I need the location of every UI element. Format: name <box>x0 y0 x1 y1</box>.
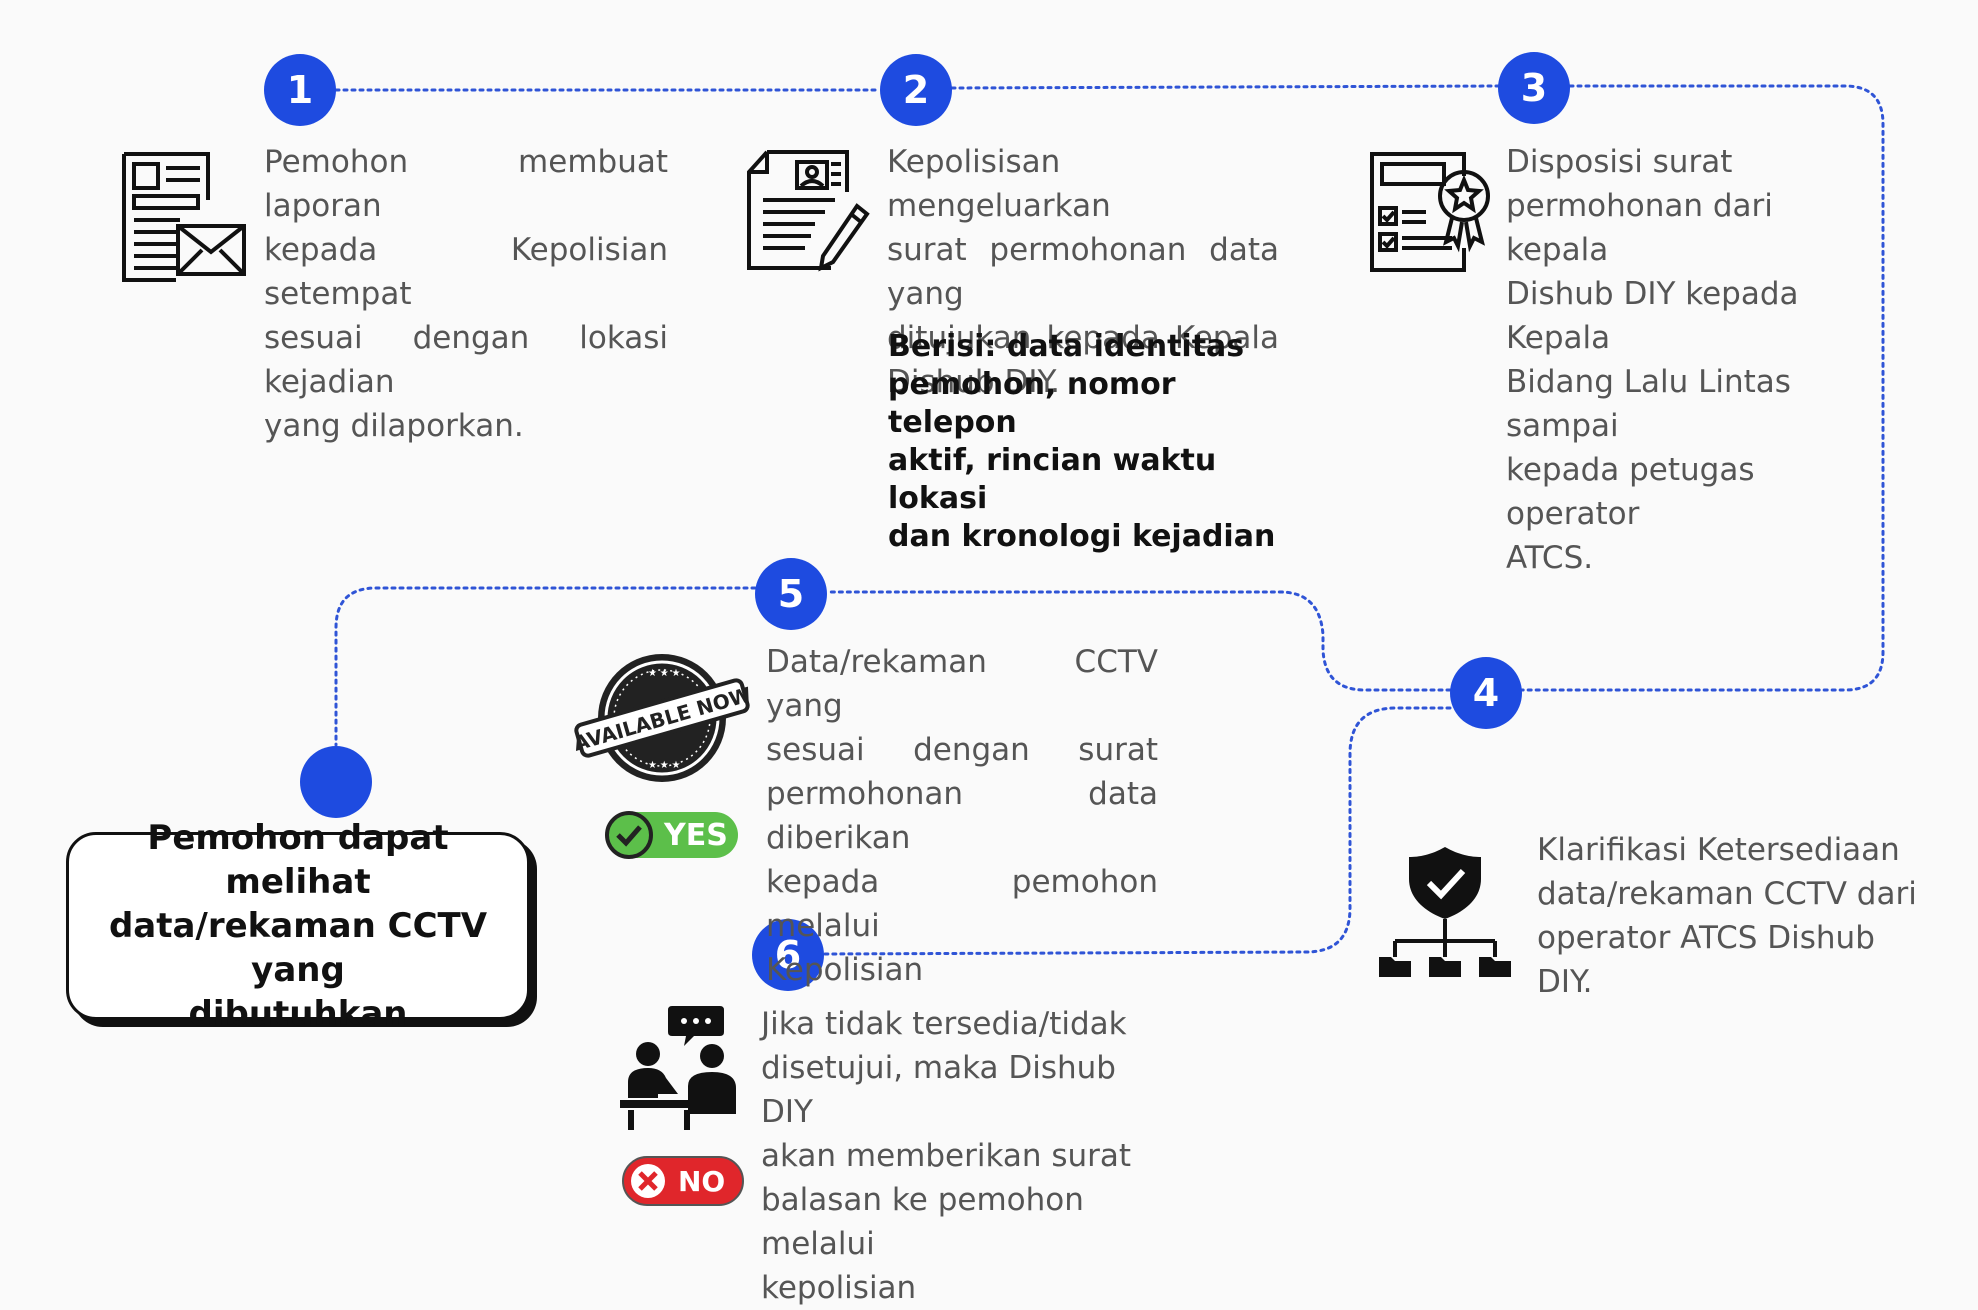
step-6-description: Jika tidak tersedia/tidak disetujui, mak… <box>761 1006 1132 1306</box>
step-2-note: Berisi: data identitas pemohon, nomor te… <box>888 329 1276 554</box>
end-node <box>300 746 372 818</box>
close-circle-icon <box>631 1164 665 1198</box>
connector-4-6 <box>823 706 1452 956</box>
connector-2-3 <box>950 84 1500 90</box>
certificate-checklist-icon <box>1370 152 1490 272</box>
step-1-badge: 1 <box>264 54 336 126</box>
step-5-badge: 5 <box>755 558 827 630</box>
yes-label: YES <box>664 817 728 853</box>
step-4-description: Klarifikasi Ketersediaan data/rekaman CC… <box>1537 832 1917 1000</box>
step-3-description: Disposisi surat permohonan dari kepala D… <box>1506 144 1799 576</box>
connector-5-end <box>334 586 757 747</box>
available-now-stamp: ★ ★ ★ ★ ★ ★ AVAILABLE NOW <box>572 654 752 782</box>
svg-text:★ ★ ★: ★ ★ ★ <box>648 668 680 679</box>
step-5-description: Data/rekaman CCTV yang sesuai dengan sur… <box>766 644 1158 988</box>
connector-lines <box>334 84 1885 956</box>
step-1-description: Pemohon membuat laporan kepada Kepolisia… <box>264 144 668 444</box>
connector-3-4 <box>1520 84 1885 692</box>
connector-4-5 <box>825 590 1452 692</box>
final-outcome-box: Pemohon dapat melihat data/rekaman CCTV … <box>66 818 530 1034</box>
newspaper-envelope-icon <box>122 152 246 282</box>
step-6-badge: 6 <box>752 919 824 991</box>
step-2-badge: 2 <box>880 54 952 126</box>
step-3-badge: 3 <box>1498 52 1570 124</box>
check-circle-icon <box>605 811 653 859</box>
consultation-icon <box>620 1006 736 1130</box>
svg-text:★ ★ ★: ★ ★ ★ <box>648 760 680 771</box>
yes-badge: YES <box>605 811 738 859</box>
step-4-badge: 4 <box>1450 657 1522 729</box>
no-badge: NO <box>622 1156 744 1206</box>
no-label: NO <box>678 1164 726 1198</box>
shield-org-chart-icon <box>1379 847 1511 977</box>
document-pen-icon <box>747 150 870 272</box>
step-2-description: Kepolisisan mengeluarkan surat permohona… <box>887 144 1279 400</box>
